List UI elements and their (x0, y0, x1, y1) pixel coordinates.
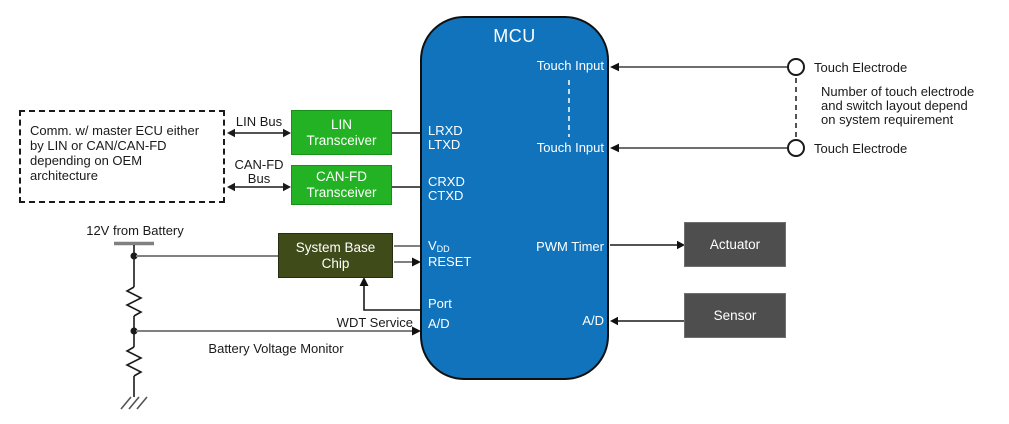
battery-monitor-label: Battery Voltage Monitor (208, 341, 344, 356)
sbc-line1: System Base (295, 239, 376, 255)
ground-icon (120, 396, 148, 410)
wdt-arrowhead (359, 277, 369, 286)
touch-electrode-label-bottom: Touch Electrode (814, 141, 908, 156)
touch-electrode-icon-bottom (787, 139, 805, 157)
wdt-service-label: WDT Service (336, 315, 413, 330)
canfd-bus-arrow (227, 182, 291, 192)
lin-transceiver-line1: LIN (330, 116, 352, 132)
vdd-base: V (428, 238, 437, 253)
actuator-block: Actuator (684, 222, 786, 267)
comm-note-text: Comm. w/ master ECU either by LIN or CAN… (30, 123, 199, 183)
pin-vdd: VDD (428, 238, 450, 255)
canfd-bus-label: CAN-FD Bus (227, 158, 291, 186)
touch-note-text: Number of touch electrode and switch lay… (821, 85, 974, 127)
pin-touch-input-bottom: Touch Input (536, 140, 604, 155)
actuator-arrowhead (677, 240, 685, 250)
junction-dot (130, 252, 138, 260)
touch-note-line3: on system requirement (821, 112, 954, 127)
pin-reset: RESET (428, 254, 472, 269)
lin-bus-arrow (227, 128, 291, 138)
wdt-service-wire (363, 284, 421, 311)
touch-arrowhead-top (610, 62, 619, 72)
sbc-line2: Chip (321, 255, 350, 271)
touch-note-line2: and switch layout depend (821, 98, 968, 113)
lin-transceiver-block: LIN Transceiver (291, 110, 392, 155)
mcu-title: MCU (493, 26, 536, 46)
voltage-divider (125, 245, 143, 397)
canfd-transceiver-block: CAN-FD Transceiver (291, 165, 392, 205)
reset-arrowhead (412, 257, 421, 267)
comm-note-line4: architecture (30, 168, 98, 183)
pin-ctxd: CTXD (428, 188, 464, 203)
comm-note-box (19, 110, 225, 203)
touch-note-line1: Number of touch electrode (821, 84, 975, 99)
lin-transceiver-line2: Transceiver (306, 132, 377, 148)
resistor-icon (125, 346, 143, 377)
touch-electrode-label-top: Touch Electrode (814, 60, 908, 75)
battery-monitor-arrowhead (412, 326, 421, 336)
pin-port: Port (428, 296, 452, 311)
battery-label: 12V from Battery (86, 223, 184, 238)
pin-ltxd: LTXD (428, 137, 461, 152)
lin-bus-label: LIN Bus (235, 114, 283, 129)
comm-note-line3: depending on OEM (30, 153, 143, 168)
pin-ad-right: A/D (582, 313, 604, 328)
system-base-chip-block: System Base Chip (278, 233, 393, 278)
junction-dot (130, 327, 138, 335)
vdd-subscript: DD (436, 244, 450, 254)
sensor-arrowhead (610, 316, 618, 326)
sensor-block: Sensor (684, 293, 786, 338)
comm-note-line1: Comm. w/ master ECU either (30, 123, 200, 138)
pin-lrxd: LRXD (428, 123, 463, 138)
resistor-icon (125, 286, 143, 317)
pin-crxd: CRXD (428, 174, 465, 189)
touch-electrode-icon-top (787, 58, 805, 76)
sensor-label: Sensor (713, 307, 757, 323)
canfd-bus-line1: CAN-FD (234, 157, 284, 172)
touch-arrowhead-bottom (610, 143, 619, 153)
pin-pwm-timer: PWM Timer (536, 239, 604, 254)
canfd-transceiver-line1: CAN-FD (316, 169, 367, 184)
mcu-block (420, 16, 609, 380)
actuator-label: Actuator (709, 236, 761, 252)
canfd-bus-line2: Bus (247, 171, 271, 186)
pin-touch-input-top: Touch Input (536, 58, 604, 73)
comm-note-line2: by LIN or CAN/CAN-FD (30, 138, 167, 153)
canfd-transceiver-line2: Transceiver (306, 185, 377, 200)
pin-ad-left: A/D (428, 316, 450, 331)
